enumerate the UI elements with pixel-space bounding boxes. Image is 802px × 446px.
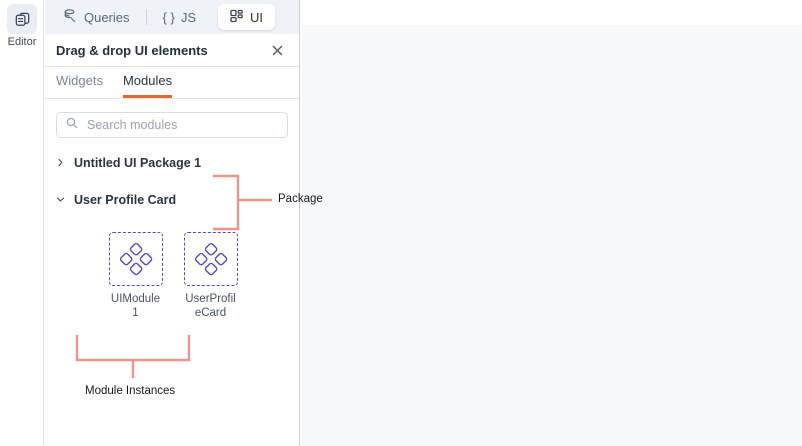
tab-ui[interactable]: UI bbox=[218, 4, 275, 30]
grid-layout-icon bbox=[230, 9, 244, 26]
subtab-widgets[interactable]: Widgets bbox=[56, 73, 103, 88]
panel-subtabs: Widgets Modules bbox=[45, 67, 299, 99]
tree-item-label: Untitled UI Package 1 bbox=[74, 156, 202, 170]
close-icon[interactable] bbox=[268, 41, 286, 59]
editor-pages-icon bbox=[7, 4, 37, 34]
subtab-modules[interactable]: Modules bbox=[122, 73, 173, 98]
rail-item-label: Editor bbox=[7, 36, 37, 48]
search-section bbox=[45, 99, 299, 138]
ui-panel: Queries { } JS UI bbox=[45, 0, 300, 446]
search-input[interactable] bbox=[85, 117, 278, 133]
annotation-package-label: Package bbox=[278, 193, 323, 205]
canvas-top-gap bbox=[301, 0, 802, 25]
modules-tree: Untitled UI Package 1 User Profile Card bbox=[45, 138, 299, 211]
module-item-userprofilecard[interactable]: UserProfileCard bbox=[183, 232, 238, 320]
editor-tabstrip: Queries { } JS UI bbox=[45, 0, 299, 34]
module-diamonds-icon bbox=[183, 232, 238, 286]
tab-js[interactable]: { } JS bbox=[151, 4, 208, 30]
rail-item-editor[interactable]: Editor bbox=[0, 4, 44, 49]
tab-divider bbox=[145, 9, 147, 25]
ui-canvas[interactable] bbox=[302, 25, 802, 446]
module-item-label: UserProfileCard bbox=[185, 293, 236, 319]
module-item-label: UIModule1 bbox=[110, 293, 161, 319]
curly-braces-icon: { } bbox=[162, 9, 175, 25]
panel-title: Drag & drop UI elements bbox=[56, 42, 208, 58]
module-item-uimodule1[interactable]: UIModule1 bbox=[108, 232, 163, 320]
tab-label: Queries bbox=[84, 9, 130, 25]
left-rail: Editor bbox=[0, 0, 44, 446]
search-box[interactable] bbox=[56, 112, 288, 138]
search-icon bbox=[66, 116, 78, 134]
tab-label: UI bbox=[250, 9, 263, 25]
panel-header: Drag & drop UI elements bbox=[45, 34, 299, 67]
chevron-right-icon[interactable] bbox=[56, 154, 65, 172]
tree-item-untitled-ui-package-1[interactable]: Untitled UI Package 1 bbox=[45, 152, 299, 174]
tab-label: JS bbox=[180, 9, 196, 25]
module-instances-grid: UIModule1 UserProfileCard bbox=[45, 226, 299, 320]
database-query-icon bbox=[63, 8, 78, 26]
module-diamonds-icon bbox=[108, 232, 163, 286]
chevron-down-icon[interactable] bbox=[56, 191, 65, 209]
tree-item-user-profile-card[interactable]: User Profile Card bbox=[45, 189, 299, 211]
tree-item-label: User Profile Card bbox=[74, 193, 177, 207]
tab-queries[interactable]: Queries bbox=[51, 4, 142, 30]
annotation-module-instances-label: Module Instances bbox=[85, 385, 176, 397]
